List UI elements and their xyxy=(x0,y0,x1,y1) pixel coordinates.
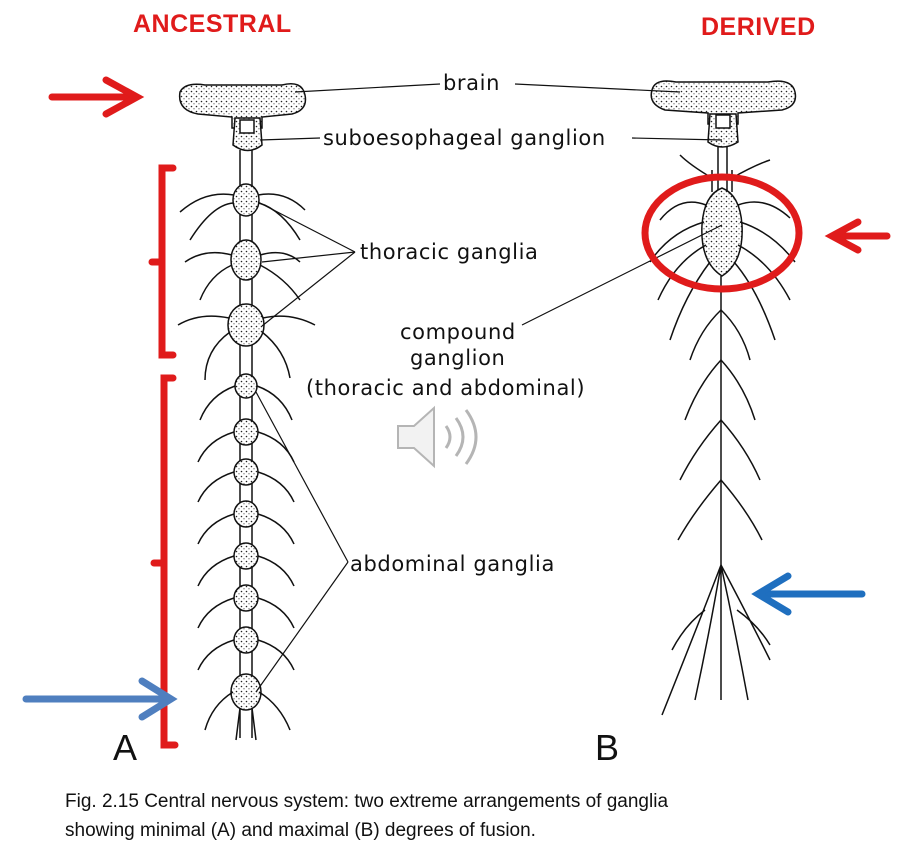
compound-label-line3: (thoracic and abdominal) xyxy=(306,376,586,400)
brain-label: brain xyxy=(443,71,500,95)
abdominal-label: abdominal ganglia xyxy=(350,552,555,576)
derived-heading: DERIVED xyxy=(701,13,816,41)
brain-a xyxy=(178,83,307,129)
abdominal-ganglia-a xyxy=(230,373,262,711)
ancestral-cord-arrow xyxy=(22,677,178,721)
compound-label-line2: ganglion xyxy=(410,346,506,370)
thoracic-ganglion-a2 xyxy=(230,239,262,281)
speaker-icon[interactable] xyxy=(392,402,488,472)
panel-b-label: B xyxy=(595,727,620,768)
compound-label-line1: compound xyxy=(400,320,516,344)
brain-b xyxy=(650,80,797,125)
compound-ganglion-arrow xyxy=(824,218,891,254)
thoracic-label: thoracic ganglia xyxy=(360,240,539,264)
abdominal-bracket xyxy=(150,374,179,749)
brain-arrow xyxy=(48,76,145,118)
ancestral-heading: ANCESTRAL xyxy=(133,10,292,38)
panel-a-label: A xyxy=(113,727,138,768)
thoracic-bracket xyxy=(148,164,177,359)
panel-b-nervous-system xyxy=(649,80,797,716)
compound-ganglion-highlight xyxy=(641,173,803,293)
red-brackets xyxy=(148,164,179,749)
leader-lines xyxy=(255,83,723,693)
caption-line-1: Fig. 2.15 Central nervous system: two ex… xyxy=(65,791,669,812)
suboesophageal-label: suboesophageal ganglion xyxy=(323,126,606,150)
panel-a-nervous-system xyxy=(177,83,316,741)
thoracic-ganglion-a3 xyxy=(227,303,265,347)
derived-cord-arrow xyxy=(751,572,866,616)
compound-ganglion xyxy=(701,187,743,277)
thoracic-ganglion-a1 xyxy=(232,183,260,217)
caption-line-2: showing minimal (A) and maximal (B) degr… xyxy=(65,820,536,841)
